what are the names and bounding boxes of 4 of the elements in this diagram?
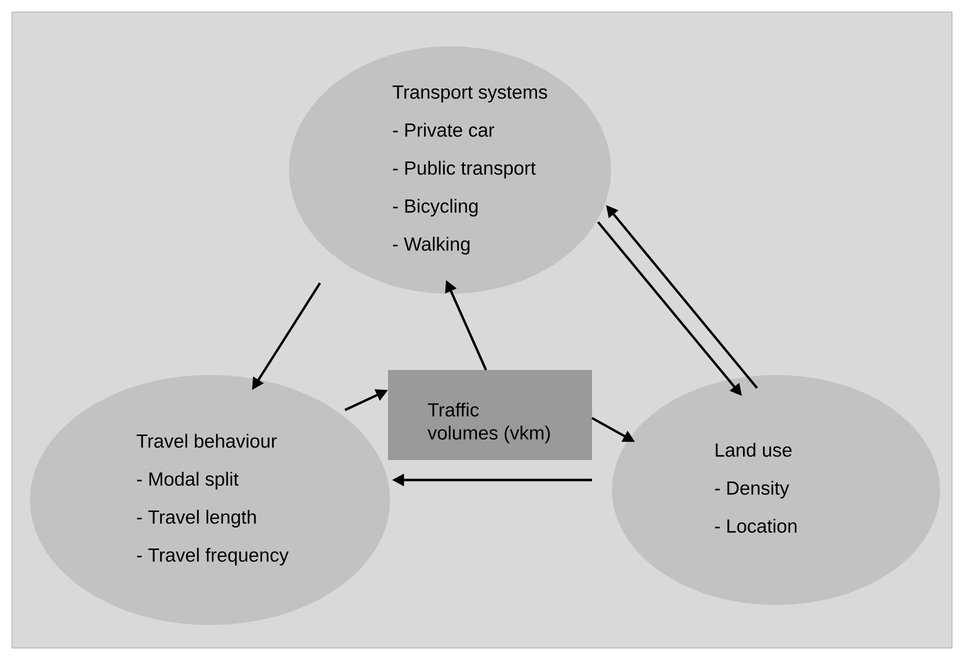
ellipse-node: Land use - Density - Location <box>612 375 940 605</box>
process-box: Traffic volumes (vkm) <box>388 370 592 460</box>
ellipse-node: Travel behaviour - Modal split - Travel length - Travel frequency <box>30 375 390 625</box>
ellipse-node: Transport systems - Private car - Public transport - Bicycling - Walking <box>289 46 611 294</box>
